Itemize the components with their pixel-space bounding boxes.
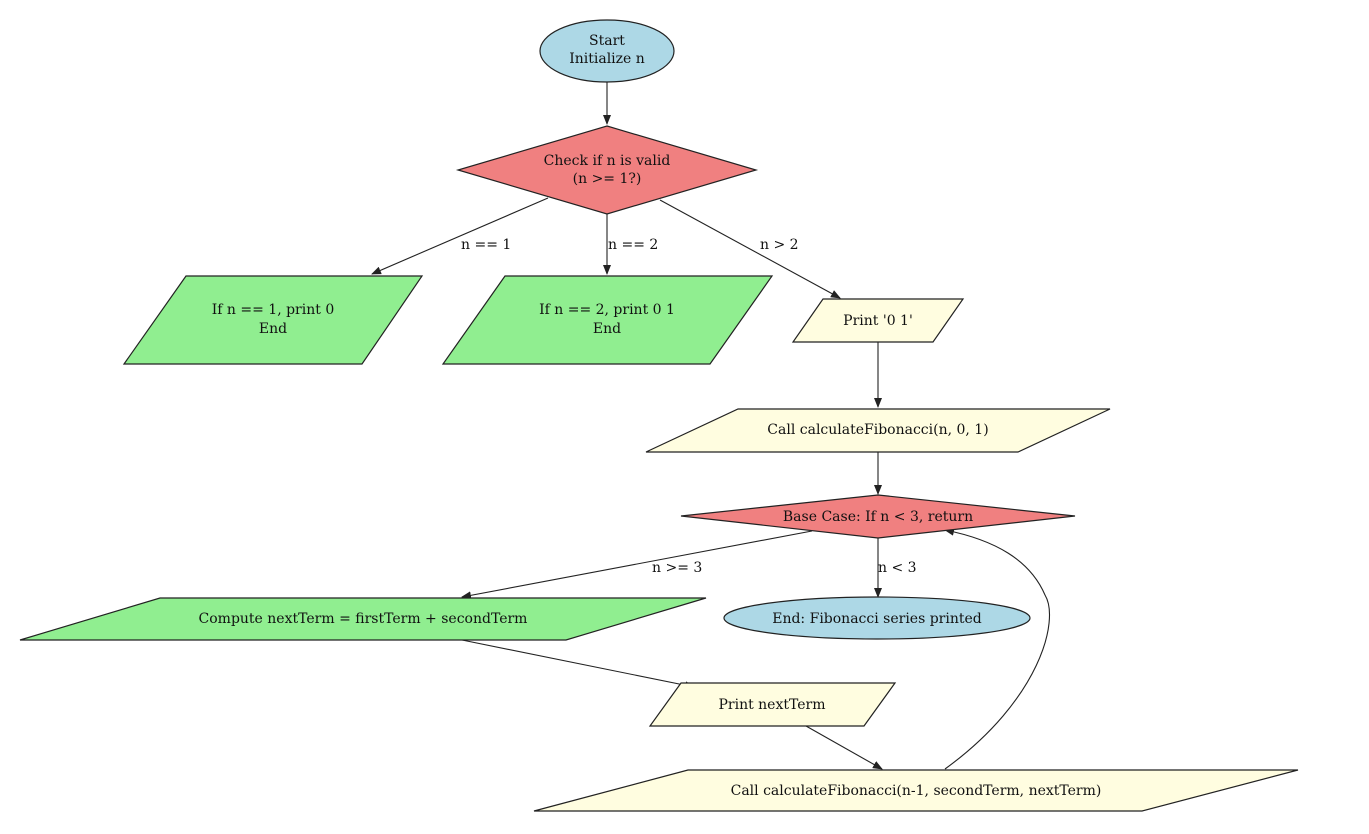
node-base-case: Base Case: If n < 3, return [680,494,1076,539]
edge-base-to-compute [461,530,813,600]
print-next-text: Print nextTerm [718,697,825,713]
node-n-eq-1: If n == 1, print 0 End [122,275,424,365]
check-valid-decision-shape [455,125,759,215]
node-start: Start Initialize n [539,19,675,83]
check-valid-line2: (n >= 1?) [573,171,642,187]
compute-next-text: Compute nextTerm = firstTerm + secondTer… [199,611,528,627]
edge-check-to-print01 [659,199,841,299]
node-check-valid: Check if n is valid (n >= 1?) [455,125,759,215]
n-eq-2-process-shape [441,275,774,365]
edge-labels: n == 1 n == 2 n > 2 n >= 3 n < 3 [461,237,917,576]
edge-compute-to-printnext [461,639,695,690]
end-series-terminal-shape [723,596,1031,640]
call-fib-text: Call calculateFibonacci(n, 0, 1) [767,422,988,438]
n-eq-1-line1: If n == 1, print 0 [212,302,334,318]
end-series-text: End: Fibonacci series printed [772,611,982,627]
edge-label-n-eq-1: n == 1 [461,237,511,253]
node-call-fib: Call calculateFibonacci(n, 0, 1) [645,408,1111,453]
compute-next-process-shape [19,597,707,641]
edge-printnext-to-recursive [805,725,883,770]
start-terminal-shape [539,19,675,83]
node-n-eq-2: If n == 2, print 0 1 End [441,275,774,365]
n-eq-2-line1: If n == 2, print 0 1 [539,302,675,318]
node-print-01: Print '0 1' [791,298,965,343]
edge-label-n-gt-2: n > 2 [760,237,799,253]
base-case-text: Base Case: If n < 3, return [783,509,973,525]
edge-check-to-n1 [371,197,549,275]
edge-recursive-to-base-loop [944,527,1051,770]
start-line1: Start [589,33,625,49]
check-valid-line1: Check if n is valid [544,153,671,169]
node-compute-next: Compute nextTerm = firstTerm + secondTer… [19,597,707,641]
edges [371,82,1051,770]
call-fib-recursive-io-shape [533,769,1299,812]
base-case-decision-shape [680,494,1076,539]
node-call-fib-recursive: Call calculateFibonacci(n-1, secondTerm,… [533,769,1299,812]
call-fib-io-shape [645,408,1111,453]
edge-label-n-lt-3: n < 3 [878,560,917,576]
print-01-io-shape [791,298,965,343]
n-eq-1-process-shape [122,275,424,365]
print-01-text: Print '0 1' [843,313,913,329]
n-eq-1-line2: End [259,321,287,337]
n-eq-2-line2: End [593,321,621,337]
node-end-series: End: Fibonacci series printed [723,596,1031,640]
call-fib-recursive-text: Call calculateFibonacci(n-1, secondTerm,… [731,783,1102,799]
start-line2: Initialize n [569,51,645,67]
node-print-next: Print nextTerm [648,682,897,727]
print-next-io-shape [648,682,897,727]
edge-label-n-eq-2: n == 2 [608,237,658,253]
edge-label-n-ge-3: n >= 3 [652,560,702,576]
